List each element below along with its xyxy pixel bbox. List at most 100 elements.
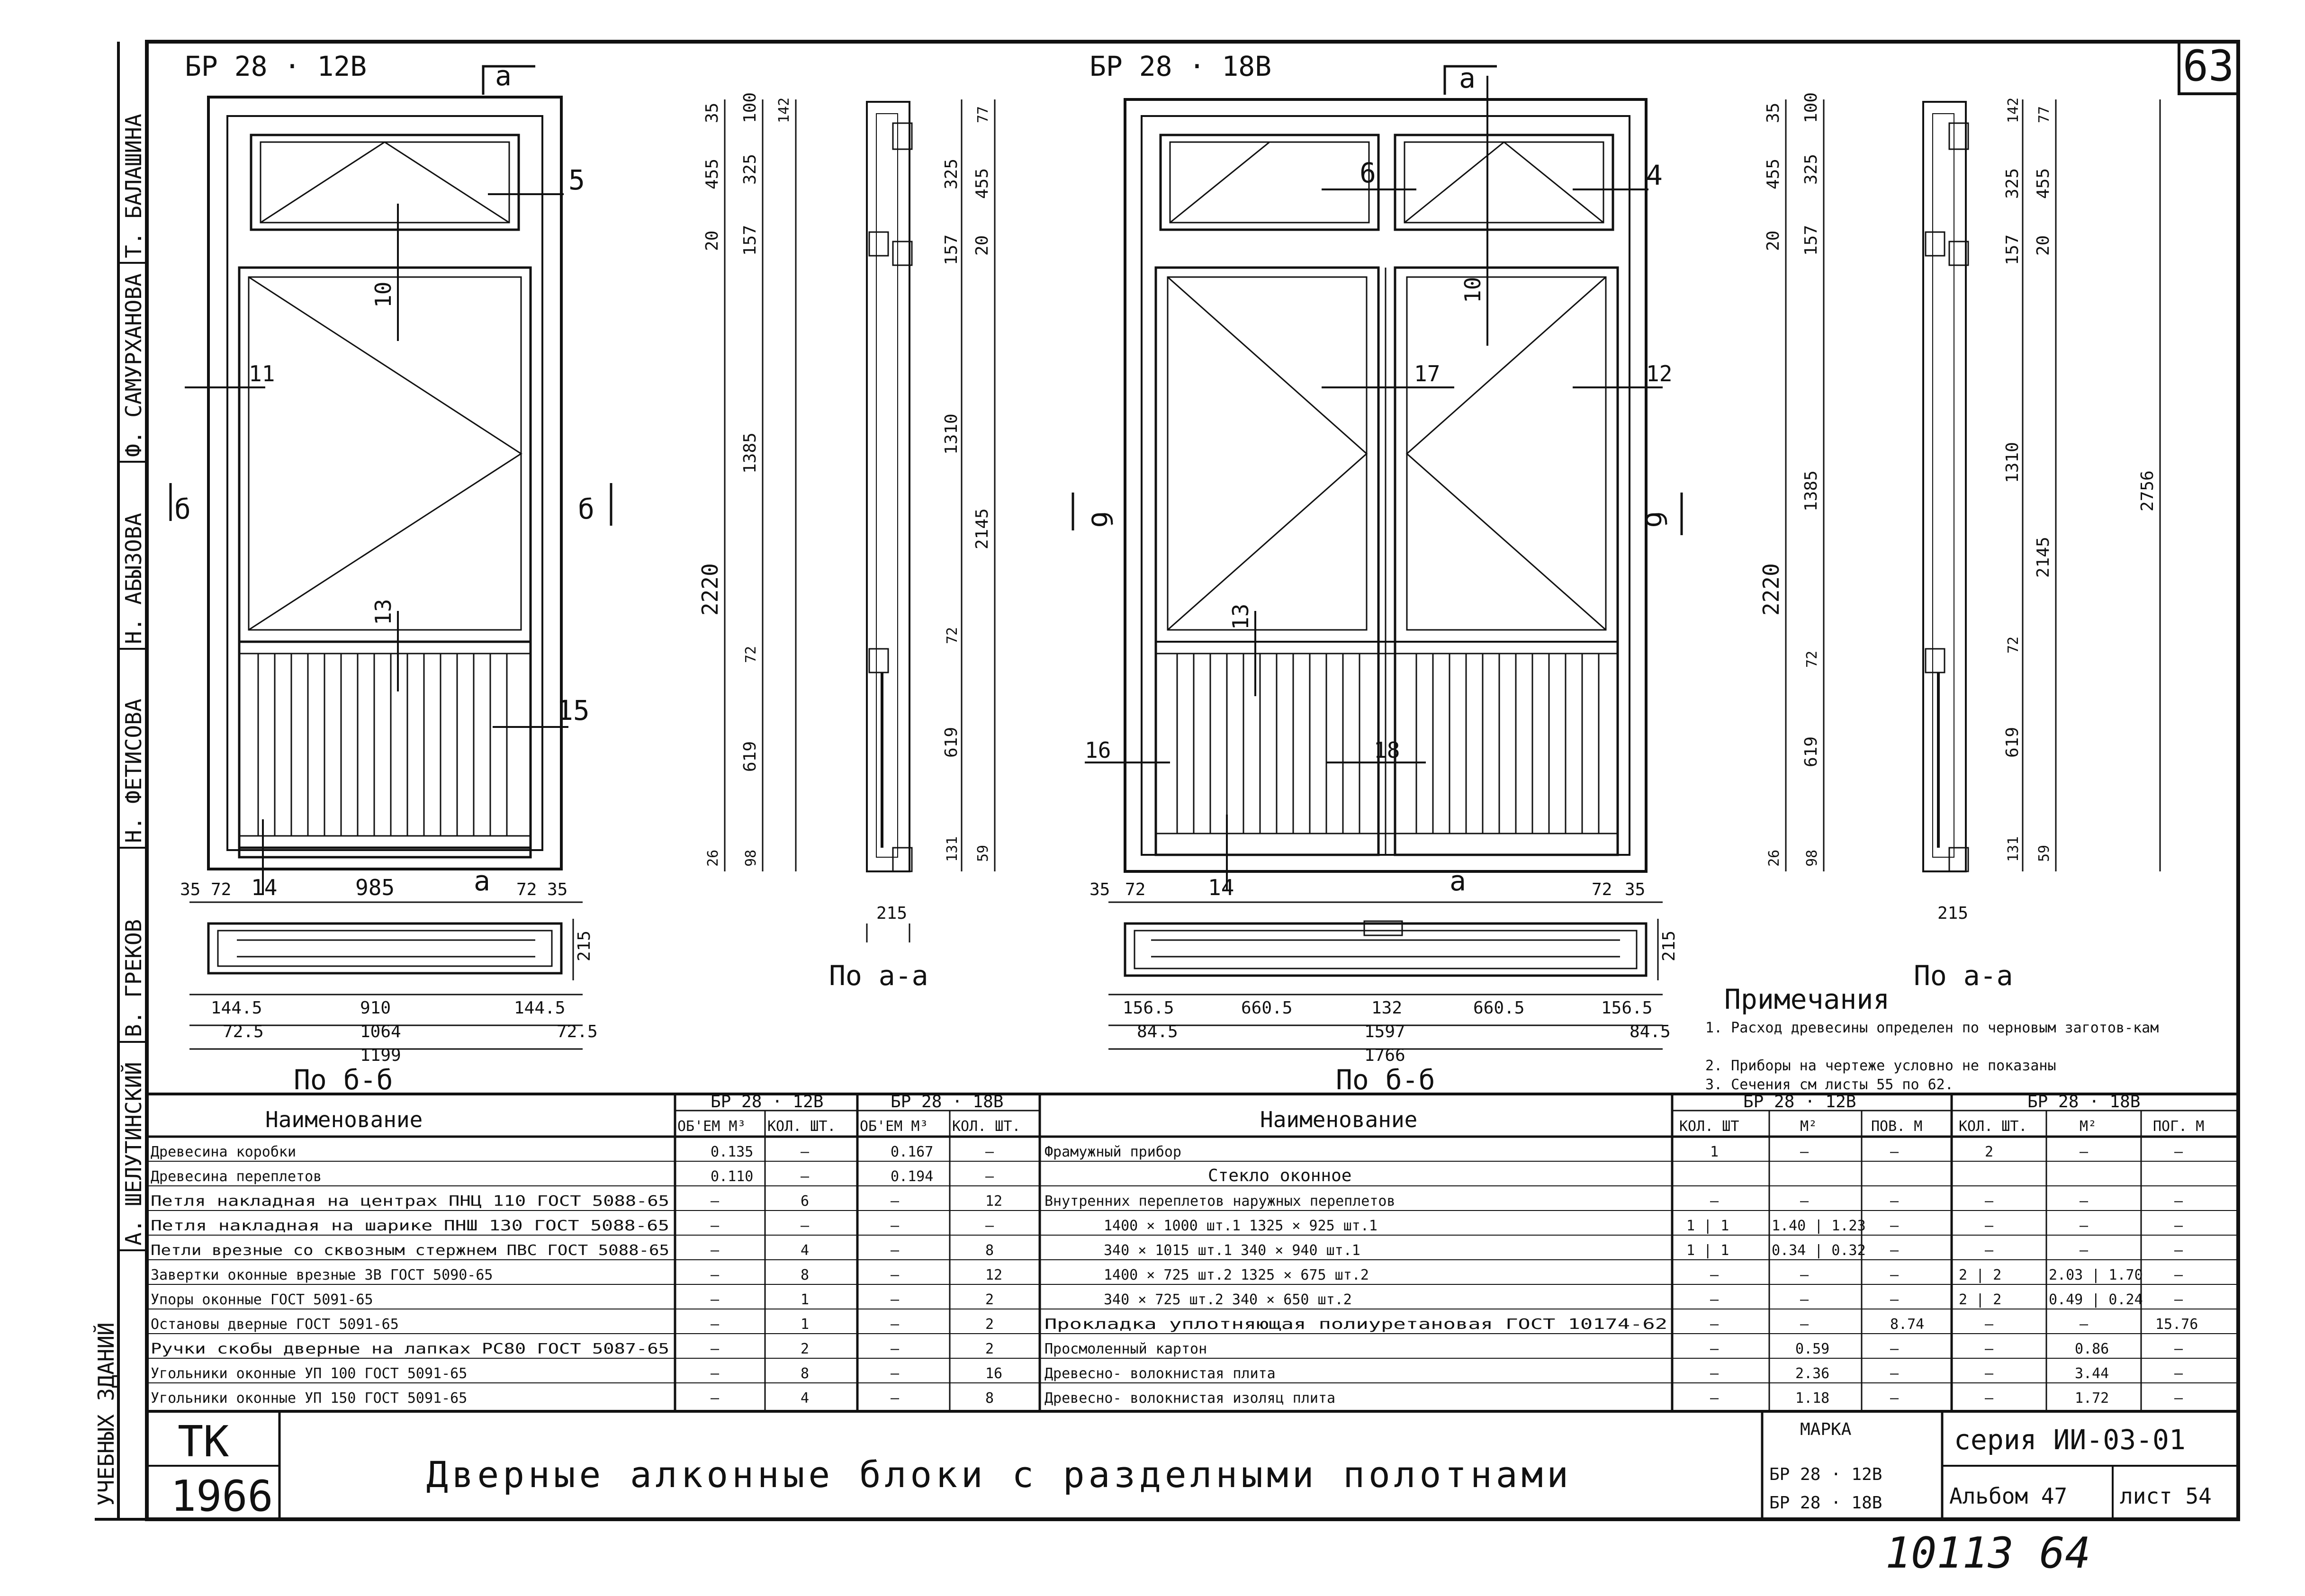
left-vd-455: 455 (702, 159, 722, 189)
right-callout-14: 14 (1208, 875, 1234, 900)
tr-r4-c4: — (1985, 1218, 1994, 1234)
tl-r11-c1: — (711, 1390, 720, 1407)
table-row: 340 × 1015 шт.1 340 × 940 шт.1 1 | 1 0.3… (1104, 1242, 2183, 1259)
right-plan-dim-660b: 660.5 (1473, 998, 1524, 1018)
right-plan-cut-a: а (1450, 865, 1466, 897)
left-plan-dim-72-5a: 72.5 (223, 1022, 264, 1041)
tr-r1-c4: 2 (1985, 1144, 1993, 1160)
side-name-2: Ф. САМУРХАНОВА (121, 273, 146, 457)
right-plan-dim-1766: 1766 (1364, 1046, 1405, 1065)
tr-r9-c2: 0.59 (1795, 1341, 1829, 1357)
left-vd-325: 325 (740, 154, 760, 185)
tl-r5-c4: 8 (985, 1242, 994, 1259)
tr-col-1: КОЛ. ШТ (1679, 1118, 1739, 1135)
tr-r1-name: Фрамужный прибор (1044, 1144, 1181, 1160)
right-sec-325: 325 (2003, 168, 2022, 199)
tl-r3-c4: 12 (985, 1193, 1002, 1210)
tr-r11-c5: 1.72 (2075, 1390, 2109, 1407)
tr-r9-c6: — (2174, 1341, 2183, 1357)
side-name-6: А. ШЕЛУТИНСКИЙ (121, 1062, 146, 1246)
sheet-title: Дверные алконные блоки с разделными поло… (426, 1453, 1572, 1496)
tl-r7-name: Упоры оконные ГОСТ 5091-65 (151, 1291, 373, 1308)
right-sec-2145: 2145 (2034, 537, 2053, 578)
left-side-section: 215 По а-а 77 325 455 157 20 1310 2145 7… (829, 99, 996, 992)
left-plan-dim-1199: 1199 (360, 1046, 401, 1065)
tl-r7-c4: 2 (985, 1291, 994, 1308)
tl-r11-c4: 8 (985, 1390, 994, 1407)
right-callout-17: 17 (1414, 361, 1440, 386)
handwritten-stamp: 10113 64 (1885, 1528, 2090, 1578)
tr-r10-c3: — (1890, 1365, 1899, 1382)
tr-r4-c6: — (2174, 1218, 2183, 1234)
right-plan-dim-215: 215 (1659, 931, 1679, 961)
right-plan-dim-72a: 72 (1125, 880, 1145, 899)
tl-r9-c4: 2 (985, 1341, 994, 1357)
left-sec-131: 131 (944, 836, 961, 862)
tr-r3-c2: — (1800, 1193, 1809, 1210)
right-sec-142: 142 (2005, 98, 2022, 123)
tl-r1-c3: 0.167 (891, 1144, 933, 1160)
title-block: ТК 1966 Дверные алконные блоки с разделн… (145, 1410, 2240, 1521)
left-callout-5: 5 (568, 164, 585, 196)
right-sec-455: 455 (2034, 168, 2053, 199)
tr-r5-c5: — (2080, 1242, 2089, 1259)
tl-r4-name: Петля накладная на шарике ПНШ 130 ГОСТ 5… (151, 1218, 669, 1234)
tr-r7-c2: — (1800, 1291, 1809, 1308)
right-sec-215: 215 (1937, 904, 1968, 923)
left-cut-a-top: а (495, 60, 512, 92)
right-callout-16: 16 (1085, 737, 1111, 763)
left-sec-1310: 1310 (942, 413, 961, 455)
right-callout-4: 4 (1646, 159, 1663, 191)
left-sec-157: 157 (942, 234, 961, 265)
tr-r8-c3: 8.74 (1890, 1316, 1924, 1333)
left-plan-section: 35 72 985 72 35 а 144.5 910 144.5 72.5 1… (180, 865, 598, 1096)
tl-r9-c1: — (711, 1341, 720, 1357)
right-plan-section: 35 72 72 35 а 156.5 660.5 132 660.5 156.… (1089, 865, 1679, 1096)
tr-r3-c6: — (2174, 1193, 2183, 1210)
table-row: Петля накладная на шарике ПНШ 130 ГОСТ 5… (151, 1218, 994, 1234)
tl-r3-c3: — (891, 1193, 900, 1210)
tr-r9-name: Просмоленный картон (1044, 1341, 1207, 1357)
right-plan-dim-660a: 660.5 (1241, 998, 1292, 1018)
sheet-number-box (2178, 40, 2240, 95)
tl-r8-c1: — (711, 1316, 720, 1333)
tl-r5-c2: 4 (801, 1242, 809, 1259)
tl-r7-c3: — (891, 1291, 900, 1308)
left-plan-cut-a: а (474, 865, 490, 897)
tl-r2-c2: — (801, 1168, 810, 1185)
left-plan-dim-72b: 72 (516, 880, 537, 899)
right-vd-98: 98 (1804, 850, 1820, 867)
tr-r7-c3: — (1890, 1291, 1899, 1308)
left-vd-157: 157 (740, 225, 760, 256)
right-vd-619: 619 (1801, 736, 1821, 767)
table-row: Остановы дверные ГОСТ 5091-65 — 1 — 2 (151, 1316, 994, 1333)
title-org: ТК (178, 1417, 229, 1467)
tl-r4-c3: — (891, 1218, 900, 1234)
left-sec-59: 59 (975, 845, 991, 862)
left-plan-dim-144a: 144.5 (211, 998, 262, 1018)
left-vd-619: 619 (740, 741, 760, 772)
tl-group-2: БР 28 · 18В (891, 1092, 1003, 1112)
right-sec-caption: По а-а (1914, 959, 2013, 992)
tr-r4-name: 1400 × 1000 шт.1 1325 × 925 шт.1 (1104, 1218, 1378, 1234)
left-callout-13: 13 (370, 599, 396, 625)
right-plan-dim-156a: 156.5 (1123, 998, 1174, 1018)
tr-r7-c6: — (2174, 1291, 2183, 1308)
right-vd-35: 35 (1764, 103, 1783, 123)
tl-col-qty-2: КОЛ. ШТ. (952, 1118, 1021, 1135)
right-callout-13: 13 (1228, 604, 1253, 630)
tl-r4-c1: — (711, 1218, 720, 1234)
tl-r4-c2: — (801, 1218, 810, 1234)
left-vd-98: 98 (743, 850, 759, 867)
left-vd-1385: 1385 (740, 432, 760, 474)
left-plan-dim-910: 910 (360, 998, 391, 1018)
table-row: Просмоленный картон — 0.59 — — 0.86 — (1044, 1341, 2183, 1357)
tr-r5-c1: 1 | 1 (1686, 1242, 1729, 1259)
table-row: 1400 × 1000 шт.1 1325 × 925 шт.1 1 | 1 1… (1104, 1218, 2183, 1234)
right-plan-dim-132: 132 (1371, 998, 1402, 1018)
side-name-5: В. ГРЕКОВ (121, 919, 146, 1037)
right-vertical-dims: 35 455 100 325 20 157 1385 2220 72 619 2… (1758, 92, 1825, 871)
tr-r8-c4: — (1985, 1316, 1994, 1333)
tl-r4-c4: — (985, 1218, 994, 1234)
tr-r7-c5: 0.49 | 0.24 (2049, 1291, 2143, 1308)
